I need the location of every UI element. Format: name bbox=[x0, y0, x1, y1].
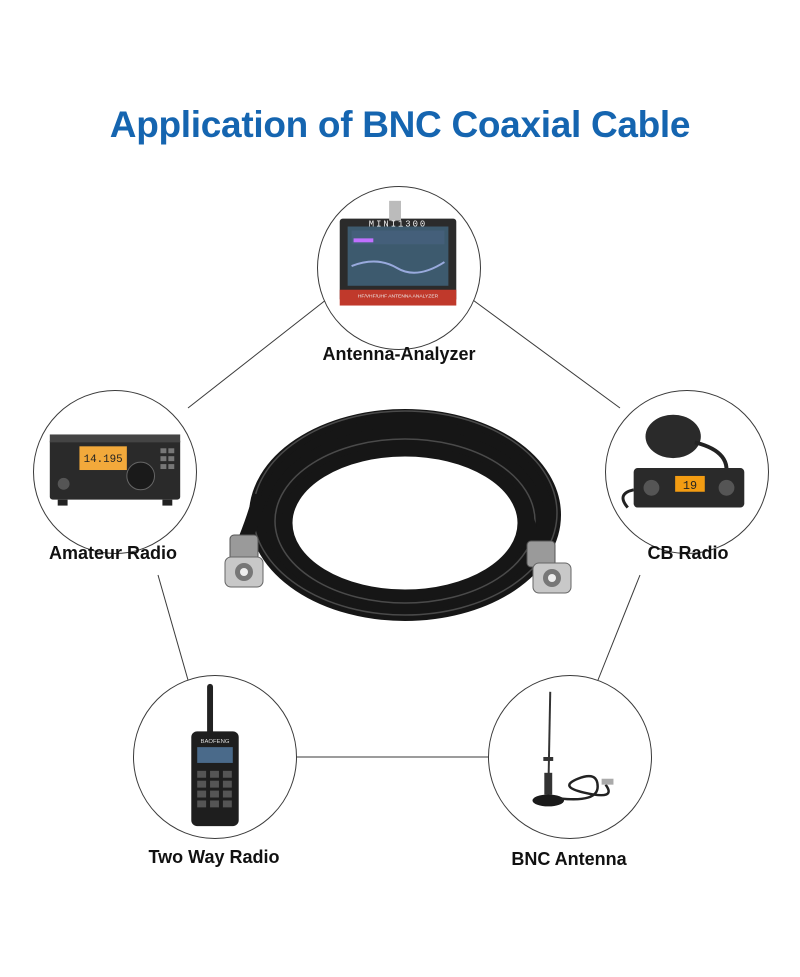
handheld-radio-icon: BAOFENG bbox=[191, 683, 239, 827]
connector-amateur-twoway bbox=[157, 574, 189, 681]
node-antenna-analyzer: MINI1300 HF/VHF/UHF ANTENNA ANALYZER bbox=[317, 186, 481, 350]
radio-brand-text: BAOFENG bbox=[201, 739, 230, 745]
cb-display-text: 19 bbox=[683, 479, 697, 493]
amateur-display-text: 14.195 bbox=[84, 454, 123, 466]
node-two-way-radio: BAOFENG bbox=[133, 675, 297, 839]
node-cb-radio: 19 bbox=[605, 390, 769, 554]
bnc-coax-cable-icon bbox=[224, 409, 572, 621]
antenna-analyzer-icon: MINI1300 HF/VHF/UHF ANTENNA ANALYZER bbox=[339, 200, 457, 306]
page-title: Application of BNC Coaxial Cable bbox=[109, 104, 691, 145]
connector-analyzer-cb bbox=[461, 291, 621, 409]
analyzer-brand-text: MINI1300 bbox=[369, 220, 427, 230]
amateur-radio-icon: 14.195 bbox=[49, 434, 181, 506]
magnetic-antenna-icon bbox=[532, 691, 614, 807]
node-amateur-radio: 14.195 bbox=[33, 390, 197, 554]
cb-radio-icon: 19 bbox=[621, 414, 745, 509]
label-bnc-antenna: BNC Antenna bbox=[511, 849, 627, 869]
label-antenna-analyzer: Antenna-Analyzer bbox=[322, 344, 476, 364]
node-bnc-antenna bbox=[488, 675, 652, 839]
connector-cb-antenna bbox=[597, 574, 641, 681]
label-two-way-radio: Two Way Radio bbox=[148, 847, 280, 867]
label-amateur-radio: Amateur Radio bbox=[48, 543, 178, 563]
label-cb-radio: CB Radio bbox=[647, 543, 729, 563]
connector-analyzer-amateur bbox=[187, 291, 337, 409]
analyzer-sub-text: HF/VHF/UHF ANTENNA ANALYZER bbox=[358, 294, 439, 300]
